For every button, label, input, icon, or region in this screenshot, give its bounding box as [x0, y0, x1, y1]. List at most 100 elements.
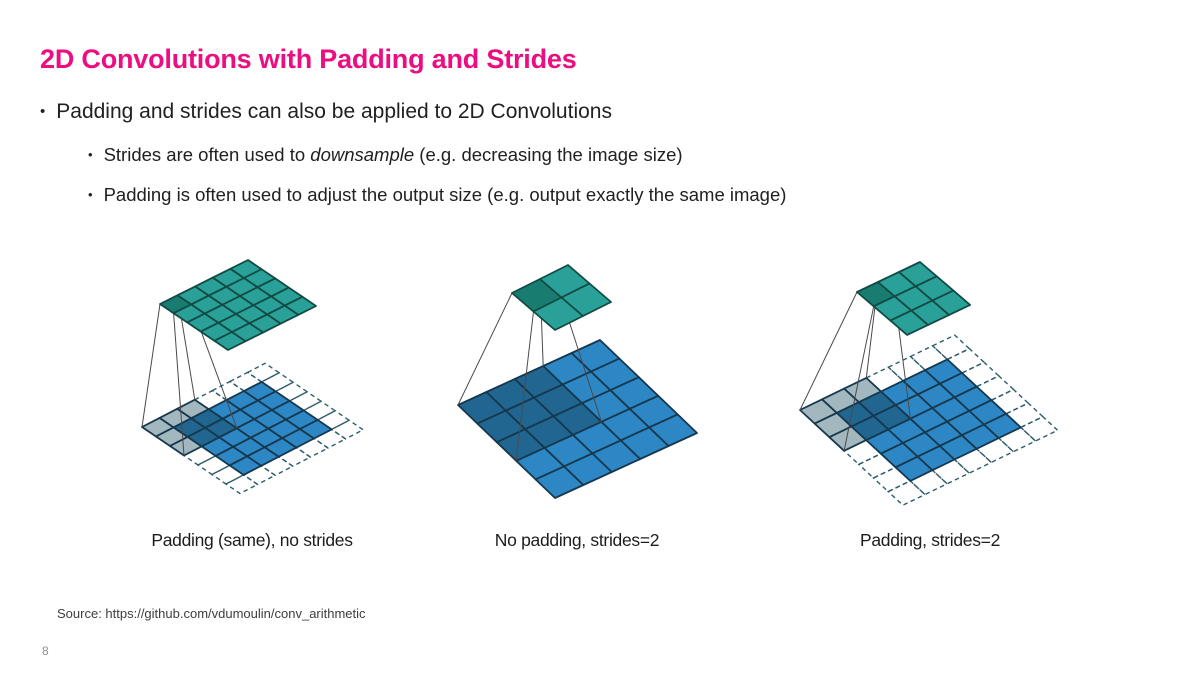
output-cell — [229, 259, 263, 279]
output-cell — [889, 309, 929, 336]
output-cell — [194, 276, 228, 297]
input-cell — [924, 420, 963, 447]
bullet-marker: • — [88, 147, 93, 162]
output-active-cell — [856, 281, 896, 308]
bullet-item-3: •Padding is often used to adjust the out… — [88, 183, 1150, 208]
output-cell — [270, 286, 304, 307]
input-cell — [628, 394, 679, 429]
input-cell — [225, 390, 259, 411]
padding-overlap-cell — [843, 376, 882, 404]
projection-lines — [141, 295, 238, 456]
input-cell — [246, 446, 280, 467]
padding-cell — [975, 437, 1015, 464]
output-cell — [283, 295, 317, 316]
kernel-overlap-cell — [504, 396, 555, 431]
projection-line — [843, 306, 875, 451]
input-cell — [865, 428, 904, 455]
input-grid — [141, 362, 365, 495]
input-cell — [938, 434, 978, 461]
output-cell — [252, 295, 286, 316]
output-cell — [910, 299, 950, 326]
kernel-overlap-cell — [533, 383, 583, 418]
padding-overlap-cell — [828, 425, 868, 452]
input-cell — [902, 431, 941, 458]
output-cell — [877, 271, 917, 298]
input-cell — [894, 455, 934, 482]
input-cell — [515, 446, 565, 481]
padding-cell — [277, 446, 312, 468]
padding-cell — [288, 390, 323, 412]
padding-cell — [330, 419, 365, 440]
input-cell — [939, 372, 978, 399]
padding-overlap-cell — [821, 387, 860, 414]
output-cell — [914, 275, 955, 302]
output-cell — [266, 304, 300, 325]
input-cell — [946, 409, 985, 437]
output-cell — [898, 261, 938, 288]
projection-line — [173, 313, 185, 456]
output-cell — [186, 312, 220, 333]
padding-overlap-cell — [141, 416, 175, 438]
kernel-overlap-cell — [476, 409, 527, 444]
input-cell — [968, 399, 1007, 426]
projection-line — [865, 281, 879, 378]
input-cell — [221, 408, 256, 430]
projection-line — [515, 311, 534, 461]
padding-cell — [193, 389, 228, 411]
output-cell — [931, 289, 971, 316]
kernel-overlap-cell — [835, 401, 875, 428]
kernel-overlap-cell — [495, 428, 546, 462]
kernel-overlap-cell — [552, 402, 603, 436]
output-cell — [560, 282, 612, 317]
output-cell — [172, 303, 206, 324]
padding-cell — [872, 466, 912, 493]
input-cell — [591, 439, 642, 473]
padding-cell — [1019, 415, 1059, 442]
input-cell — [218, 427, 252, 448]
input-cell — [909, 407, 949, 434]
input-cell — [239, 399, 273, 421]
input-cell — [228, 455, 263, 476]
output-cell — [213, 331, 247, 351]
input-cell — [299, 418, 333, 440]
padding-overlap-cell — [799, 398, 838, 425]
padding-cell — [886, 480, 927, 507]
input-cell — [285, 409, 319, 430]
padding-cell — [946, 347, 986, 374]
padding-cell — [990, 388, 1030, 415]
output-cell — [207, 285, 241, 306]
input-cell — [572, 420, 622, 455]
padding-cell — [246, 362, 281, 383]
projection-lines — [799, 281, 911, 451]
output-cell — [872, 295, 913, 322]
input-cell — [542, 352, 592, 386]
output-cell — [203, 303, 237, 324]
input-cell — [207, 399, 242, 420]
padding-cell — [211, 380, 246, 401]
projection-line — [457, 292, 513, 406]
output-active-cell — [511, 278, 563, 313]
bullet-text: Padding and strides can also be applied … — [56, 100, 612, 123]
kernel-overlap-cell — [850, 414, 890, 442]
kernel-overlap-cell — [872, 404, 912, 431]
input-cell — [880, 442, 919, 469]
input-cell — [235, 418, 270, 439]
padding-cell — [302, 400, 337, 421]
output-cell — [243, 268, 277, 289]
input-grid — [457, 339, 698, 499]
padding-cell — [842, 439, 883, 466]
kernel-overlap-cell — [204, 417, 238, 439]
projection-lines — [457, 278, 602, 461]
padding-cell — [887, 355, 927, 382]
padding-cell — [953, 447, 993, 474]
output-cell — [199, 321, 233, 342]
padding-overlap-cell — [169, 435, 203, 457]
output-cell — [539, 264, 591, 299]
projection-line — [141, 303, 161, 428]
projection-line — [539, 278, 544, 367]
kernel-overlap-cell — [524, 415, 574, 449]
padding-cell — [259, 455, 295, 477]
diagram-caption-3: Padding, strides=2 — [859, 530, 1001, 550]
kernel-overlap-cell — [190, 408, 224, 429]
